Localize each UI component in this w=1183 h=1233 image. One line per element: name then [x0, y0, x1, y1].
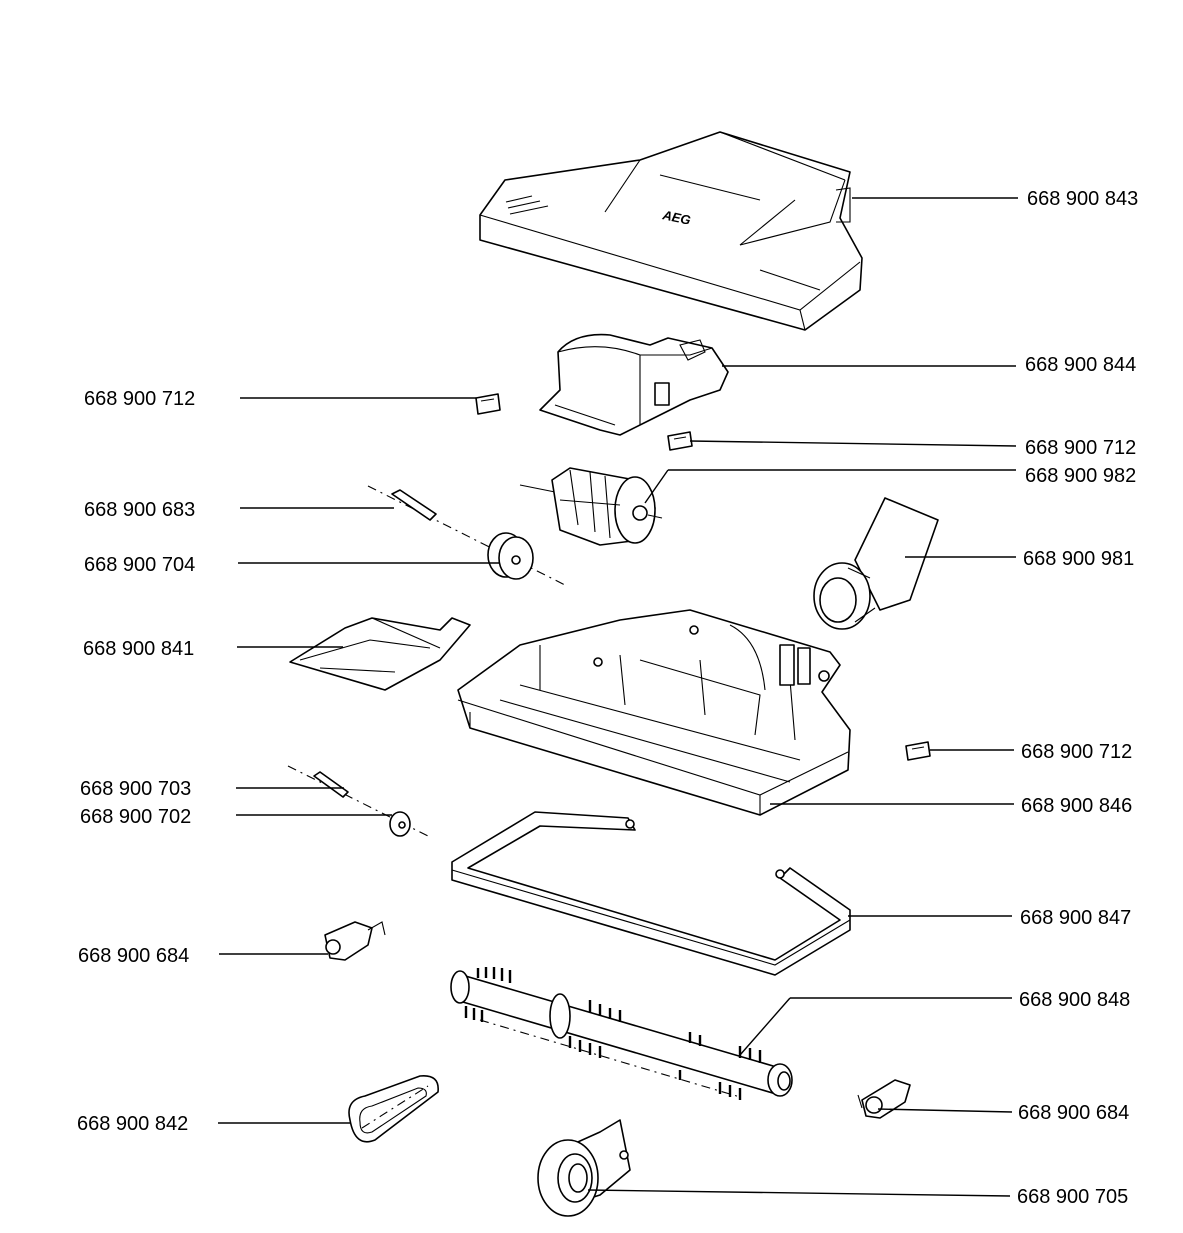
label-turbine: 668 900 982: [1025, 465, 1136, 487]
wheel-small-part: [389, 811, 411, 837]
wheel-large-part: [487, 532, 534, 580]
drive-belt-part: [348, 1075, 439, 1143]
brush-roll-part: [450, 967, 793, 1100]
brush-bristles-upper: [476, 967, 762, 1063]
label-belt: 668 900 842: [77, 1113, 188, 1135]
bracket-right-part: [857, 1079, 911, 1119]
label-hose-connector: 668 900 981: [1023, 548, 1134, 570]
axle-pin-upper-part: [367, 485, 566, 586]
leader-lines: [218, 197, 1018, 1197]
label-brush-roll: 668 900 848: [1019, 989, 1130, 1011]
label-axle-lower: 668 900 703: [80, 778, 191, 800]
label-bumper-frame: 668 900 847: [1020, 907, 1131, 929]
bracket-left-part: [324, 921, 386, 961]
fan-housing-part: [539, 333, 729, 436]
label-clip-center: 668 900 712: [1025, 437, 1136, 459]
clip-part-right: [905, 741, 931, 761]
hood-cover-part: AEG: [479, 131, 863, 331]
label-clip-right: 668 900 712: [1021, 741, 1132, 763]
flap-part: [289, 617, 471, 691]
label-bracket-right: 668 900 684: [1018, 1102, 1129, 1124]
brush-bristles-lower: [464, 1006, 742, 1100]
turbine-part: [519, 467, 663, 546]
base-housing-part: [457, 609, 851, 816]
bumper-frame-part: [451, 811, 851, 976]
brand-logo: AEG: [660, 207, 692, 228]
clip-part-left: [475, 393, 501, 415]
label-wheel-large: 668 900 704: [84, 554, 195, 576]
label-axle-upper: 668 900 683: [84, 499, 195, 521]
pulley-cover-part: [537, 1119, 631, 1217]
label-flap: 668 900 841: [83, 638, 194, 660]
label-wheel-small: 668 900 702: [80, 806, 191, 828]
label-pulley-cover: 668 900 705: [1017, 1186, 1128, 1208]
label-bracket-left: 668 900 684: [78, 945, 189, 967]
label-fan-housing: 668 900 844: [1025, 354, 1136, 376]
label-hood: 668 900 843: [1027, 188, 1138, 210]
label-base-housing: 668 900 846: [1021, 795, 1132, 817]
hose-connector-part: [813, 497, 939, 630]
clip-part-center: [667, 431, 693, 451]
label-clip-left: 668 900 712: [84, 388, 195, 410]
